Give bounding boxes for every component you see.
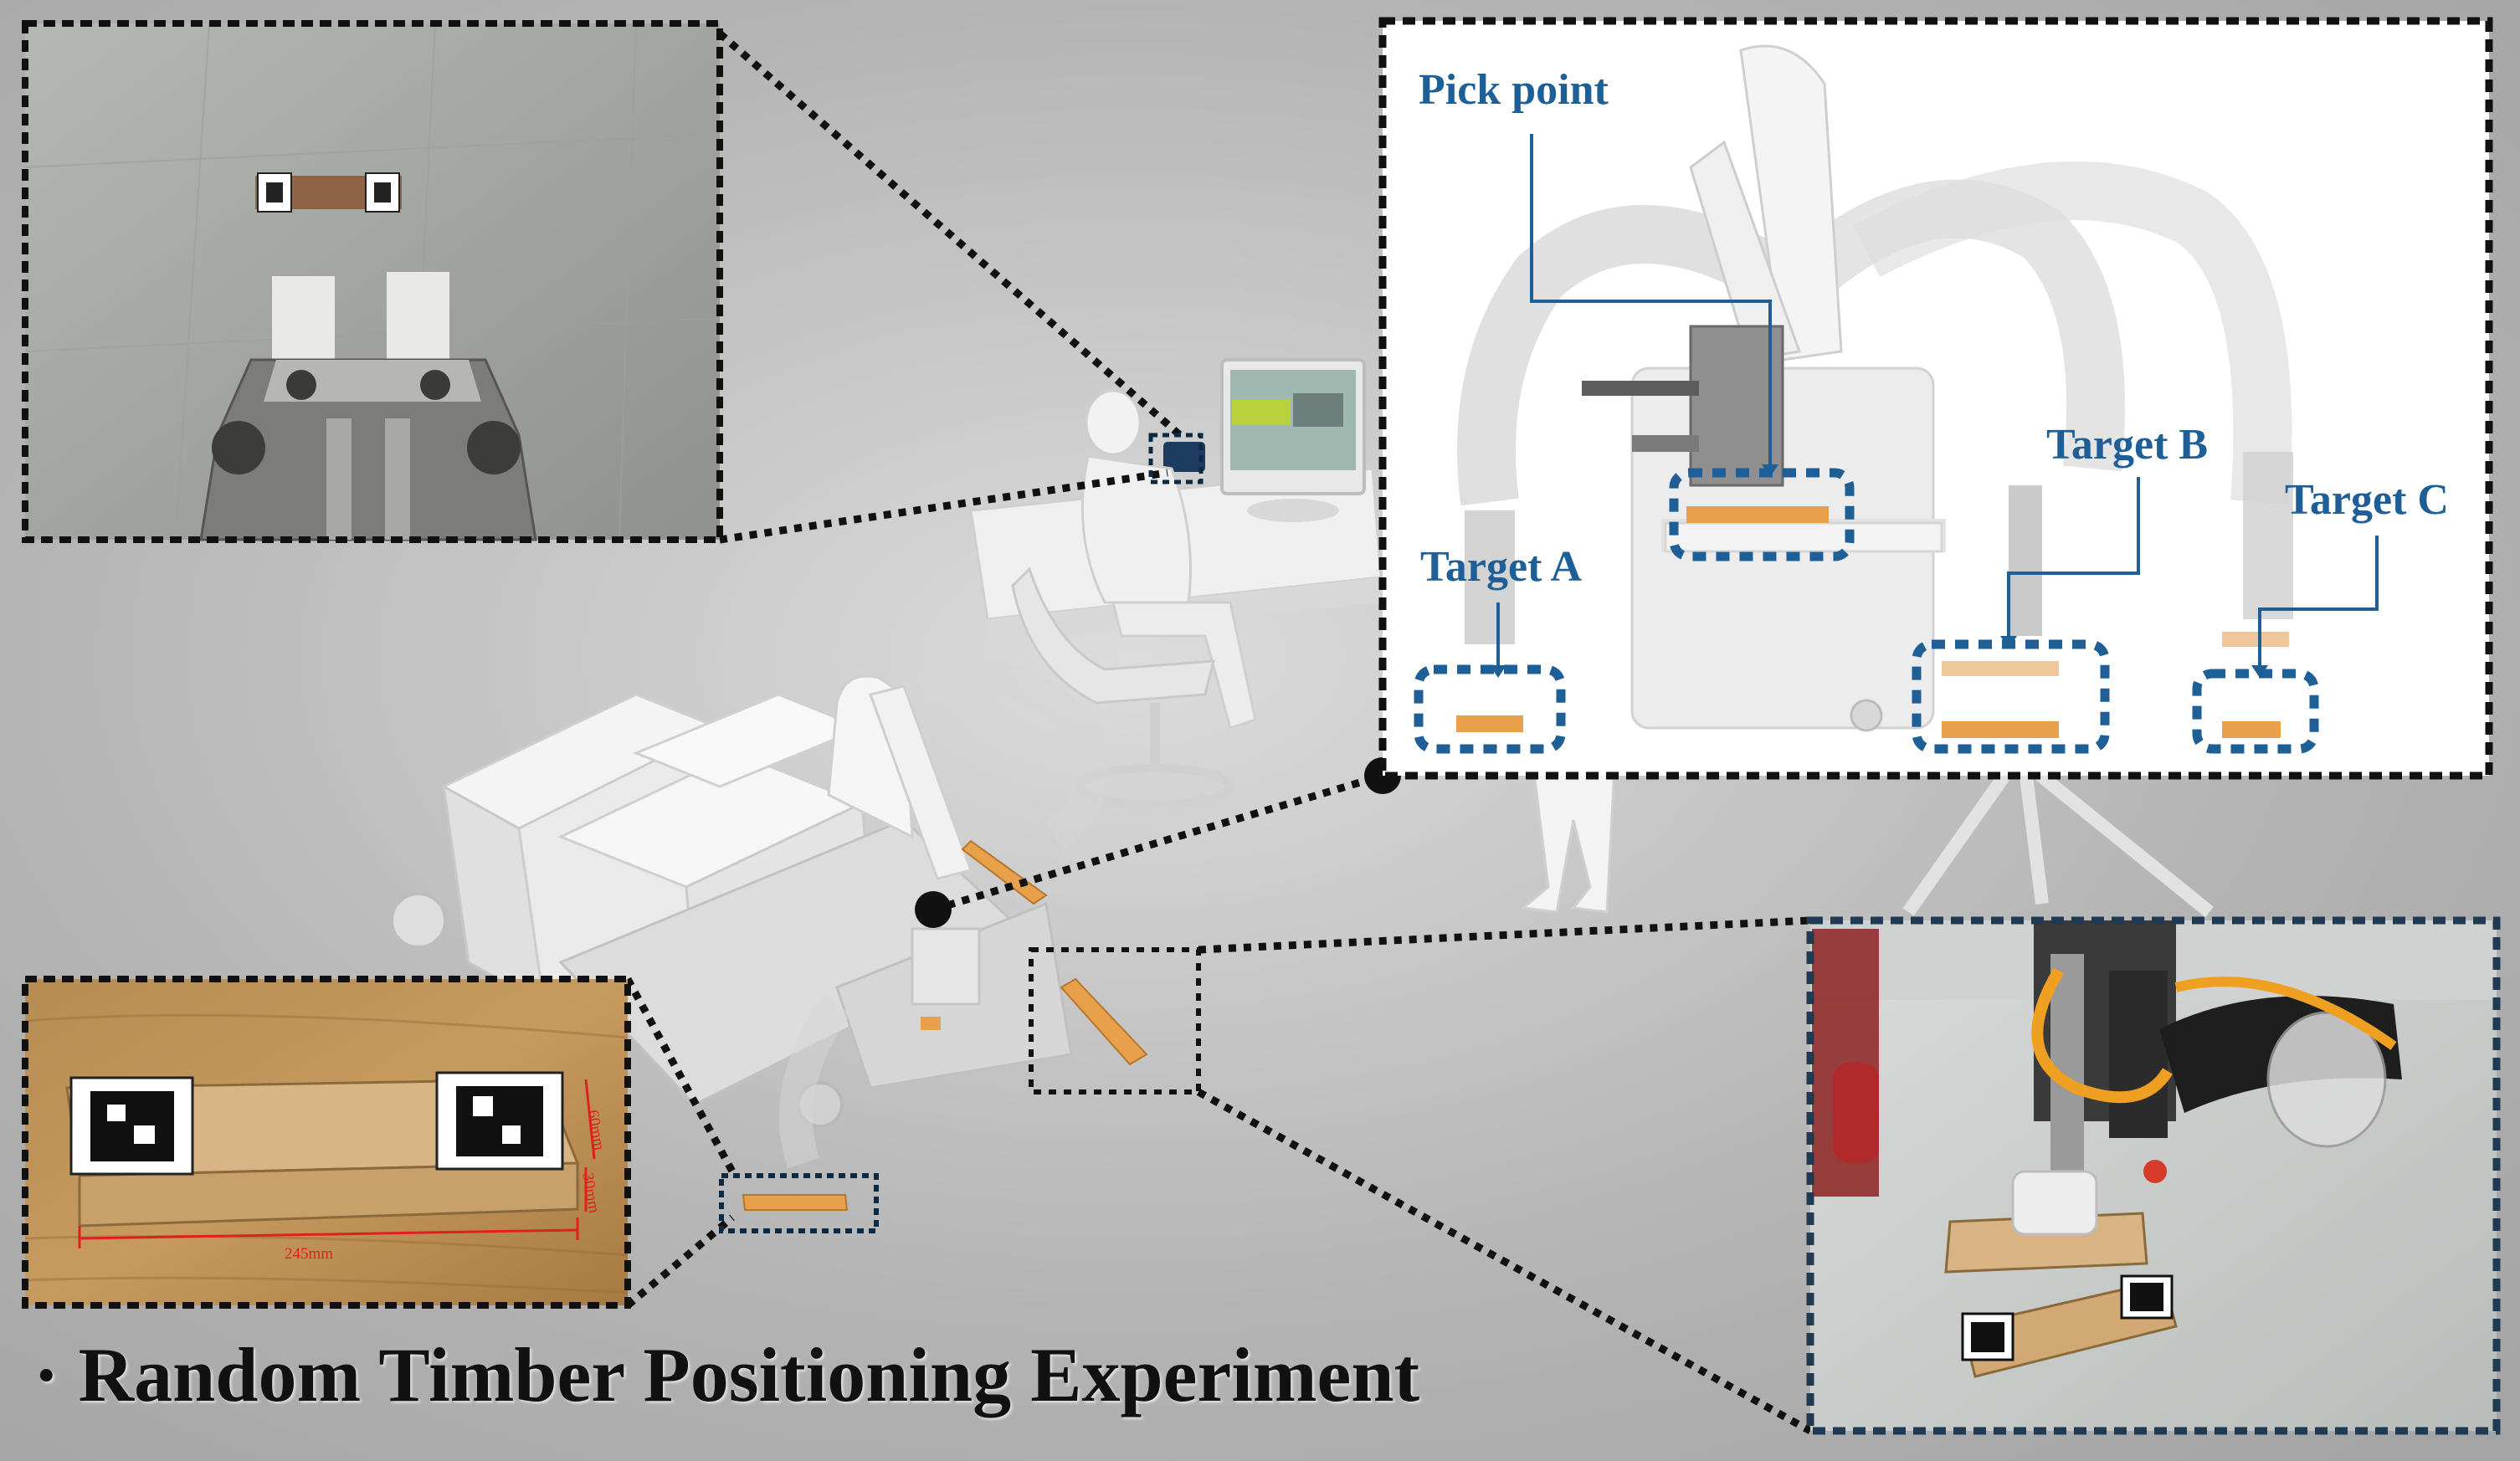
pick-place-inset — [1378, 17, 2493, 780]
pick-point-label: Pick point — [1419, 66, 1609, 114]
target-a-box — [1414, 664, 1566, 754]
sample-marker — [719, 1173, 879, 1233]
length-dimension: 245mm — [285, 1245, 334, 1263]
mobile-robot — [390, 659, 1109, 1169]
camera-view-inset — [22, 20, 723, 543]
zoom-connectors — [624, 30, 1813, 1434]
figure-caption: · Random Timber Positioning Experiment — [33, 1332, 1420, 1417]
timber-marker — [1029, 947, 1201, 1094]
timber-sample-frame — [22, 976, 631, 1309]
tablet-marker — [1148, 433, 1204, 484]
timber-target-b — [1942, 721, 2059, 738]
operator-head — [1085, 389, 1142, 456]
background-figures — [1520, 751, 2215, 918]
target-c-box — [2192, 669, 2319, 754]
timber-target-c — [2222, 721, 2281, 738]
timber-pick — [1686, 506, 1829, 523]
timber-target-a — [1456, 715, 1523, 732]
office-chair — [1011, 566, 1215, 705]
target-b-label: Target B — [2046, 421, 2209, 469]
target-c-label: Target C — [2285, 476, 2449, 524]
real-robot-photo-inset — [1806, 916, 2501, 1435]
target-a-label: Target A — [1420, 543, 1583, 591]
pick-place-frame — [1378, 17, 2493, 780]
camera-view-frame — [22, 20, 723, 543]
real-robot-photo-frame — [1806, 916, 2501, 1435]
timber-sample-inset — [22, 976, 631, 1309]
floor-timbers — [742, 839, 1148, 1211]
tablet-device — [1163, 442, 1205, 472]
pick-point-box — [1669, 468, 1855, 561]
connector-dot-robot — [915, 891, 952, 928]
